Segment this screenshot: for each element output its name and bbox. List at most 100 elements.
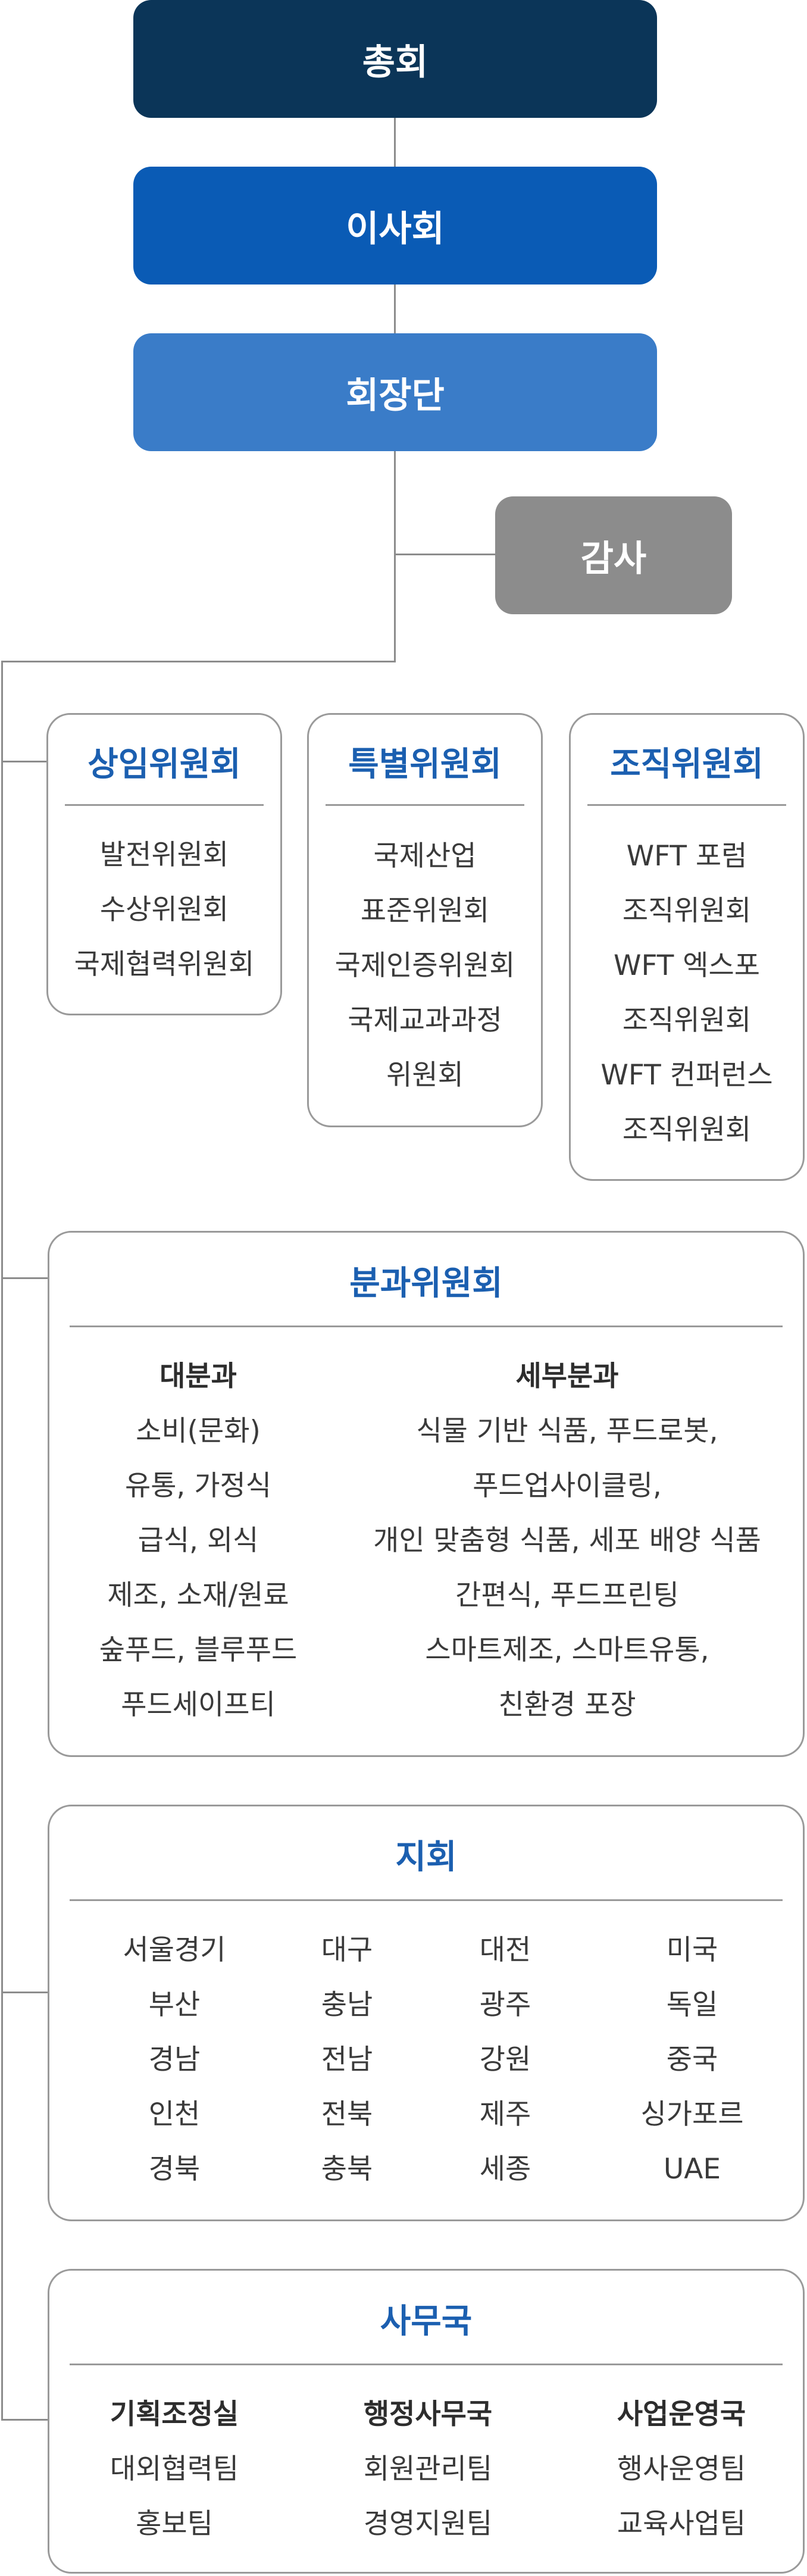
- branch-column-4: 미국 독일 중국 싱가포르 UAE: [603, 1923, 781, 2197]
- list-item: 대구: [321, 1934, 373, 1967]
- branch-panel: 지회 서울경기 부산 경남 인천 경북 대구 충남 전남 전북 충북 대전 광주…: [48, 1805, 805, 2221]
- organizing-committee-rule: [587, 804, 786, 806]
- list-item: 경영지원팀: [363, 2508, 493, 2540]
- list-item: 대전: [479, 1934, 531, 1967]
- list-item: 조직위원회: [622, 1114, 752, 1146]
- list-item: 경남: [148, 2043, 201, 2076]
- list-item: WFT 컨퍼런스: [600, 1059, 773, 1092]
- list-item: 국제교과과정: [348, 1004, 502, 1037]
- list-item: 국제산업: [373, 840, 477, 873]
- board-box: 이사회: [133, 167, 657, 285]
- secretariat-column-2: 행정사무국 회원관리팀 경영지원팀: [315, 2387, 541, 2552]
- secretariat-column-header: 행정사무국: [363, 2398, 493, 2431]
- connector-audit: [394, 554, 495, 555]
- list-item: 중국: [666, 2043, 718, 2076]
- list-item: 서울경기: [123, 1934, 226, 1967]
- list-item: 수상위원회: [99, 893, 229, 926]
- list-item: 제주: [479, 2098, 531, 2131]
- secretariat-title: 사무국: [380, 2302, 473, 2341]
- list-item: 미국: [666, 1934, 718, 1967]
- branch-column-2: 대구 충남 전남 전북 충북: [258, 1923, 436, 2197]
- list-item: WFT 포럼: [626, 840, 747, 873]
- list-item: 대외협력팀: [110, 2453, 239, 2486]
- list-item: 조직위원회: [622, 895, 752, 927]
- major-division-header: 대분과: [159, 1360, 237, 1393]
- list-item: 제조, 소재/원료: [107, 1579, 289, 1612]
- list-item: 유통, 가정식: [124, 1470, 272, 1502]
- list-item: 조직위원회: [622, 1004, 752, 1037]
- major-division-list: 대분과 소비(문화) 유통, 가정식 급식, 외식 제조, 소재/원료 숲푸드,…: [49, 1349, 347, 1733]
- standing-committee-title: 상임위원회: [87, 745, 241, 784]
- list-item: 위원회: [386, 1059, 464, 1092]
- list-item: 국제협력위원회: [74, 948, 255, 981]
- organizing-committee-panel: 조직위원회 WFT 포럼 조직위원회 WFT 엑스포 조직위원회 WFT 컨퍼런…: [569, 713, 805, 1181]
- general-assembly-box: 총회: [133, 0, 657, 118]
- list-item: 발전위원회: [99, 839, 229, 871]
- list-item: 국제인증위원회: [334, 949, 515, 982]
- executive-box: 회장단: [133, 333, 657, 451]
- connector-spine: [1, 661, 3, 2421]
- list-item: WFT 엑스포: [613, 949, 761, 982]
- list-item: 행사운영팀: [617, 2453, 746, 2486]
- list-item: 세종: [479, 2153, 531, 2186]
- audit-box: 감사: [495, 496, 732, 614]
- branch-column-1: 서울경기 부산 경남 인천 경북: [85, 1923, 264, 2197]
- list-item: 숲푸드, 블루푸드: [99, 1634, 298, 1667]
- special-committee-title: 특별위원회: [348, 745, 502, 784]
- standing-committee-panel: 상임위원회 발전위원회 수상위원회 국제협력위원회: [46, 713, 282, 1015]
- organizing-committee-title: 조직위원회: [610, 745, 764, 784]
- list-item: 표준위원회: [360, 895, 490, 927]
- secretariat-column-header: 기획조정실: [110, 2398, 239, 2431]
- list-item: 전북: [321, 2098, 373, 2131]
- connector-division: [1, 1277, 48, 1279]
- list-item: 푸드업사이클링,: [473, 1470, 662, 1502]
- branch-column-3: 대전 광주 강원 제주 세종: [416, 1923, 595, 2197]
- list-item: 싱가포르: [640, 2098, 744, 2131]
- list-item: 광주: [479, 1989, 531, 2021]
- list-item: 개인 맞춤형 식품, 세포 배양 식품: [373, 1524, 761, 1557]
- list-item: 소비(문화): [136, 1415, 261, 1448]
- branch-rule: [70, 1899, 783, 1901]
- organizing-committee-list: WFT 포럼 조직위원회 WFT 엑스포 조직위원회 WFT 컨퍼런스 조직위원…: [571, 829, 803, 1158]
- list-item: 홍보팀: [136, 2508, 213, 2540]
- list-item: 독일: [666, 1989, 718, 2021]
- division-committee-panel: 분과위원회 대분과 소비(문화) 유통, 가정식 급식, 외식 제조, 소재/원…: [48, 1231, 805, 1757]
- list-item: 스마트제조, 스마트유통,: [425, 1634, 709, 1667]
- list-item: 경북: [148, 2153, 201, 2186]
- division-committee-title: 분과위원회: [349, 1264, 503, 1303]
- standing-committee-rule: [65, 804, 264, 806]
- special-committee-list: 국제산업 표준위원회 국제인증위원회 국제교과과정 위원회: [309, 829, 541, 1103]
- special-committee-panel: 특별위원회 국제산업 표준위원회 국제인증위원회 국제교과과정 위원회: [307, 713, 543, 1127]
- branch-title: 지회: [395, 1838, 457, 1877]
- secretariat-column-3: 사업운영국 행사운영팀 교육사업팀: [568, 2387, 795, 2552]
- list-item: 충북: [321, 2153, 373, 2186]
- list-item: 식물 기반 식품, 푸드로봇,: [416, 1415, 718, 1448]
- special-committee-rule: [326, 804, 524, 806]
- list-item: 간편식, 푸드프린팅: [455, 1579, 679, 1612]
- division-committee-rule: [70, 1325, 783, 1327]
- connector-board-executive: [394, 285, 396, 333]
- list-item: 급식, 외식: [137, 1524, 259, 1557]
- connector-standing: [1, 761, 48, 762]
- standing-committee-list: 발전위원회 수상위원회 국제협력위원회: [48, 828, 280, 992]
- detail-division-header: 세부분과: [515, 1360, 619, 1393]
- list-item: 푸드세이프티: [121, 1689, 276, 1721]
- list-item: 교육사업팀: [617, 2508, 746, 2540]
- list-item: UAE: [663, 2153, 721, 2186]
- list-item: 부산: [148, 1989, 201, 2021]
- list-item: 친환경 포장: [498, 1689, 636, 1721]
- list-item: 강원: [479, 2043, 531, 2076]
- connector-ga-board: [394, 118, 396, 167]
- list-item: 인천: [148, 2098, 201, 2131]
- list-item: 회원관리팀: [363, 2453, 493, 2486]
- connector-secretariat: [1, 2419, 48, 2421]
- secretariat-panel: 사무국 기획조정실 대외협력팀 홍보팀 행정사무국 회원관리팀 경영지원팀 사업…: [48, 2269, 805, 2574]
- list-item: 전남: [321, 2043, 373, 2076]
- secretariat-column-header: 사업운영국: [617, 2398, 746, 2431]
- list-item: 충남: [321, 1989, 373, 2021]
- connector-branch: [1, 1992, 48, 1993]
- detail-division-list: 세부분과 식물 기반 식품, 푸드로봇, 푸드업사이클링, 개인 맞춤형 식품,…: [341, 1349, 793, 1733]
- secretariat-rule: [70, 2364, 783, 2365]
- secretariat-column-1: 기획조정실 대외협력팀 홍보팀: [61, 2387, 287, 2552]
- connector-executive-down: [394, 451, 396, 662]
